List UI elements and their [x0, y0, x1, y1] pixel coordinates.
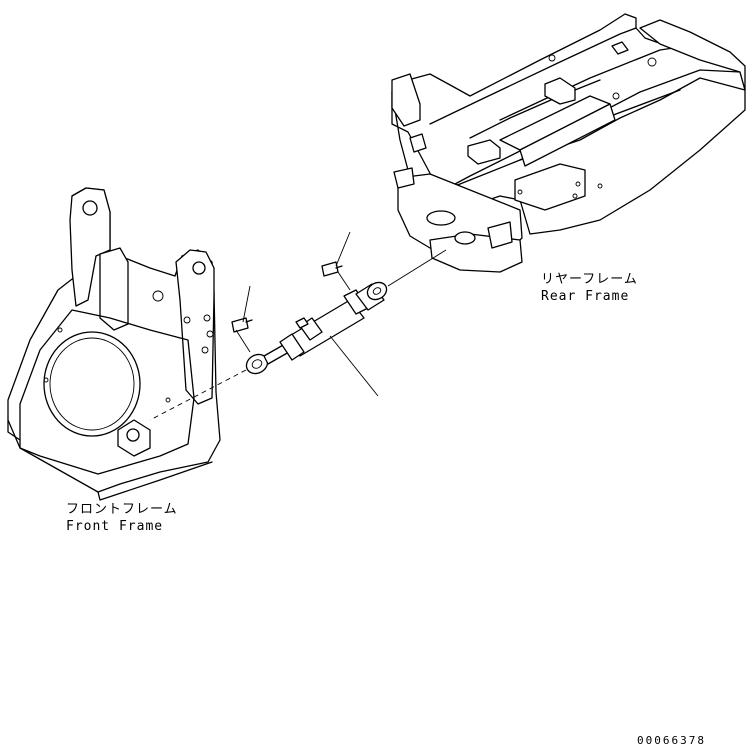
rear-frame [391, 13, 746, 273]
steering-cylinder [245, 281, 388, 375]
front-frame [7, 187, 221, 501]
rear-frame-label-jp: リヤーフレーム [541, 272, 638, 287]
grease-fitting-front [231, 317, 253, 333]
document-id: 00066378 [637, 734, 706, 747]
front-frame-label: Front Frame [66, 519, 164, 534]
rear-frame-label: Rear Frame [541, 289, 630, 304]
leader-lines [149, 231, 447, 421]
front-frame-label-jp: フロントフレーム [66, 502, 178, 517]
